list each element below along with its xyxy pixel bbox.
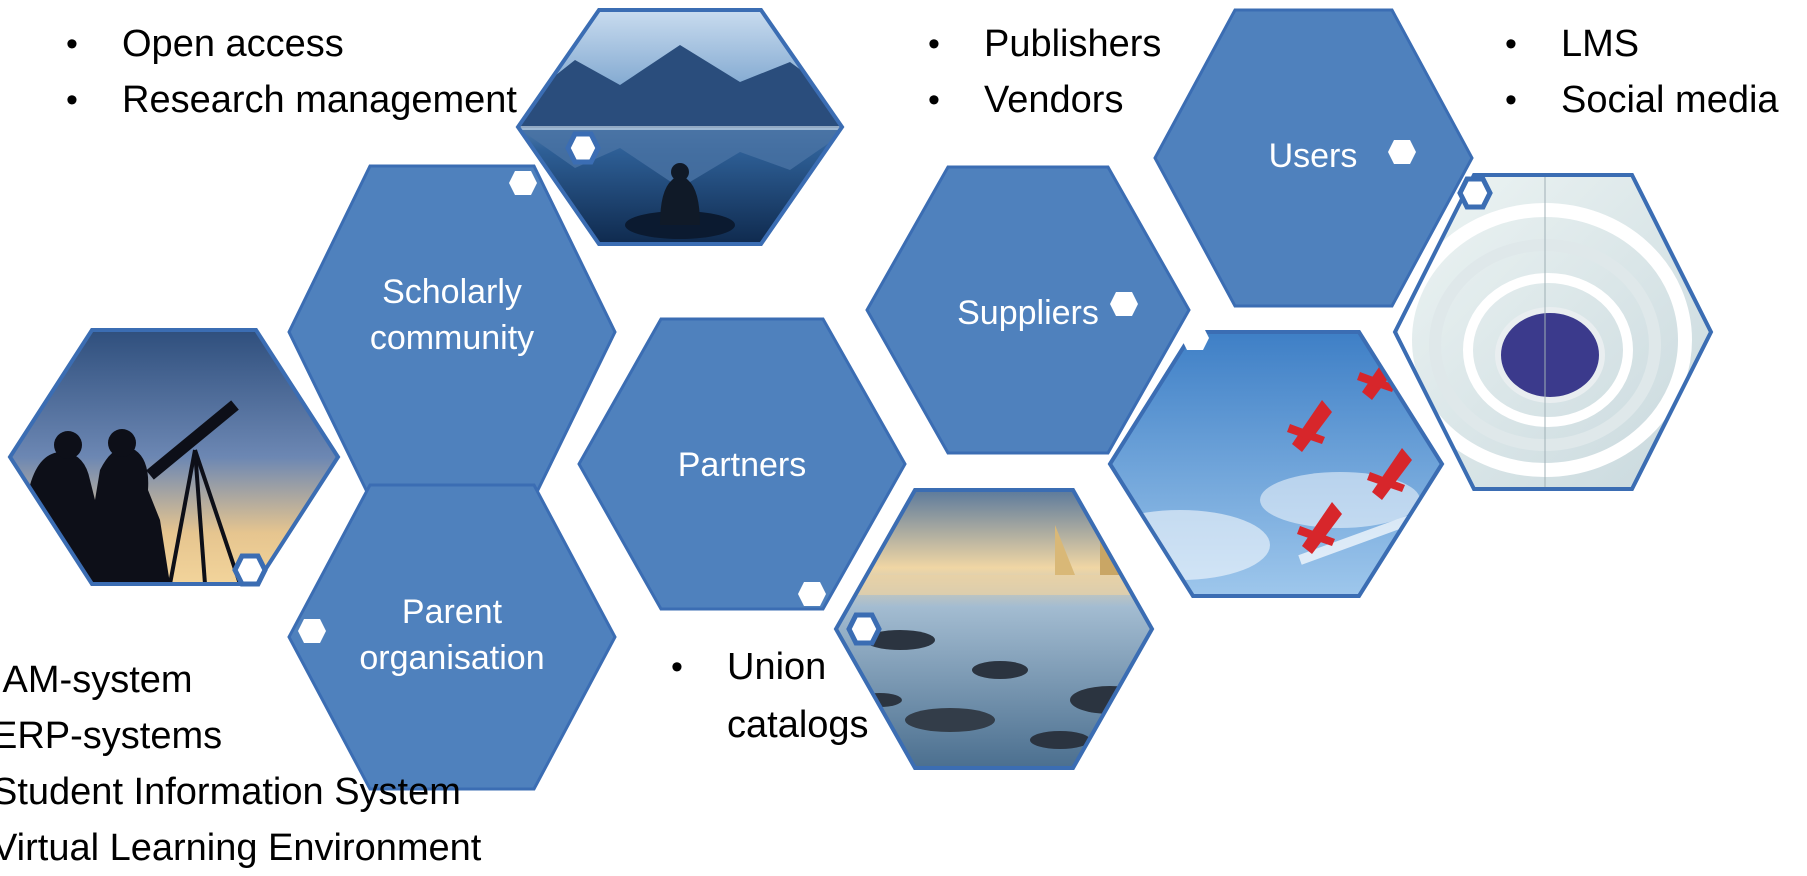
list-item: ERP-systems [0,715,223,757]
connector-hex-planes [1181,326,1209,350]
hexagon-suppliers [865,165,1191,455]
connector-hex-parent [298,619,326,643]
connector-hex-lake [565,131,601,165]
partners-label: Partners [677,446,807,484]
parent-bullet-list: IAM-system ERP-systems Student Informati… [0,652,481,876]
sailboats-seascape-photo [833,488,1155,770]
hexagon-parent-organisation [287,483,617,791]
scholarly-bullet-list: Open access Research management [64,16,517,128]
connector-hex-telescope [232,553,268,587]
connector-hex-suppliers [1110,292,1138,316]
suppliers-label: Suppliers [957,294,1099,332]
list-item: Student Information System [0,771,461,813]
hexagon-partners [577,317,907,611]
list-item: Vendors [926,72,1161,128]
list-item: Open access [64,16,517,72]
list-item: Publishers [926,16,1161,72]
list-item: Virtual Learning Environment [0,827,482,869]
suppliers-bullet-list: Publishers Vendors [926,16,1161,128]
list-item: Social media [1503,72,1779,128]
list-item: Research management [64,72,517,128]
connector-hex-scholarly [509,171,537,195]
partners-bullet-list: Union catalogs [669,638,929,754]
list-item: IAM-system [0,659,193,701]
list-item: LMS [1503,16,1779,72]
connector-hex-partners [798,582,826,606]
list-item: Union catalogs [669,638,887,754]
users-label: Users [1268,137,1358,175]
users-bullet-list: LMS Social media [1503,16,1779,128]
connector-hex-users [1388,140,1416,164]
lake-reflection-photo [515,8,845,246]
scholarly-community-label: Scholarly community [369,273,535,357]
telescope-silhouette-photo [7,328,341,586]
spiral-building-interior-photo [1392,173,1714,491]
parent-organisation-label: Parent organisation [359,593,545,677]
hexagon-users [1153,8,1474,308]
connector-hex-building [1457,176,1493,210]
